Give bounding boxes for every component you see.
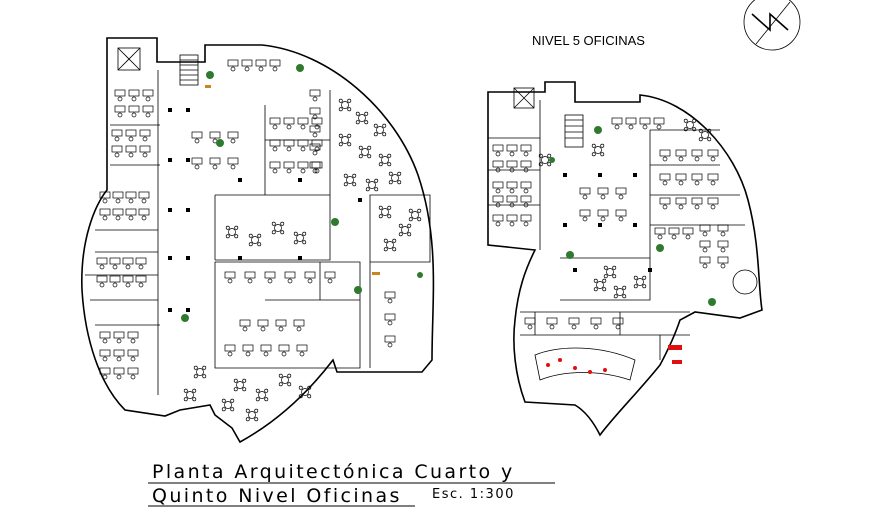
fifth-level-round-tables — [538, 118, 712, 299]
drawing-title-line2: Quinto Nivel Oficinas — [152, 485, 402, 507]
fifth-level-plants — [549, 126, 758, 306]
fifth-level-furniture — [492, 117, 729, 330]
north-letter-icon — [751, 12, 789, 32]
fourth-level-stairs — [117, 47, 199, 86]
fifth-level-stairs — [513, 87, 584, 148]
fifth-level-curved-core — [534, 347, 636, 381]
fifth-level-columns — [563, 173, 652, 272]
fourth-level-round-tables — [183, 98, 422, 422]
north-arrow-icon — [743, 0, 801, 51]
fire-equipment-marks — [546, 345, 682, 374]
fourth-level-plants — [181, 64, 423, 322]
drawing-scale: Esc. 1:300 — [432, 487, 515, 502]
north-arrow — [743, 0, 801, 51]
fifth-level-plan — [487, 81, 763, 437]
fourth-level-furniture — [96, 59, 396, 380]
fifth-level-partitions — [488, 100, 745, 360]
fourth-level-outline — [81, 37, 435, 444]
fifth-level-outline — [487, 81, 763, 437]
level-label: NIVEL 5 OFICINAS — [532, 33, 645, 48]
fourth-level-columns — [168, 108, 362, 312]
drawing-title-line1: Planta Arquitectónica Cuarto y — [152, 461, 515, 483]
fourth-level-plan — [81, 37, 435, 444]
fourth-level-partitions — [85, 70, 431, 395]
